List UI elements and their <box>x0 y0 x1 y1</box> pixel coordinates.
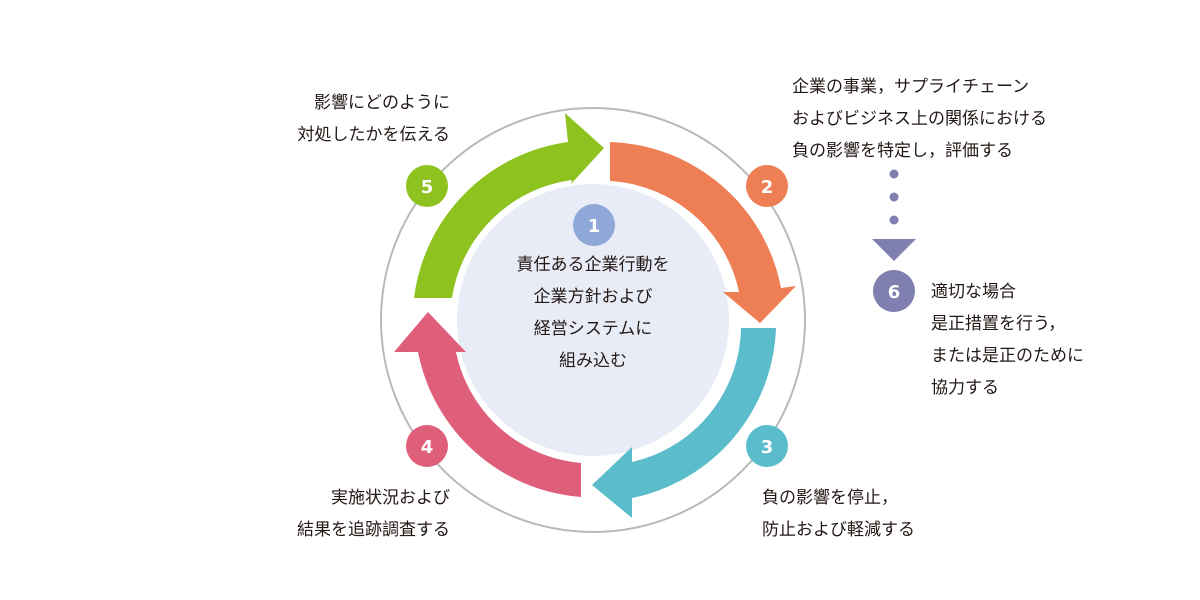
step-3-text: 負の影響を停止， 防止および軽減する <box>762 488 915 540</box>
badge-step-4: 4 <box>406 425 448 467</box>
step-6-text: 適切な場合 是正措置を行う， または是正のために 協力する <box>931 282 1084 398</box>
badge-number: 1 <box>588 216 601 237</box>
arrow-step-2 <box>610 142 796 323</box>
connector-arrowhead <box>872 239 916 261</box>
badge-step-6: 6 <box>873 270 915 312</box>
center-disc <box>457 184 729 456</box>
arrow-step-5 <box>414 113 604 298</box>
badge-step-2: 2 <box>746 165 788 207</box>
connector-dots <box>889 169 899 225</box>
badge-number: 3 <box>761 437 774 458</box>
outer-ring <box>380 107 806 533</box>
arrow-step-3 <box>592 328 776 518</box>
arrow-step-4 <box>394 312 581 497</box>
badge-number: 4 <box>421 437 434 458</box>
badge-number: 6 <box>888 282 901 303</box>
badge-number: 2 <box>761 177 774 198</box>
step-1-text: 責任ある企業行動を 企業方針および 経営システムに 組み込む <box>516 255 670 371</box>
badge-step-3: 3 <box>746 425 788 467</box>
badge-step-5: 5 <box>406 165 448 207</box>
step-4-text: 実施状況および 結果を追跡調査する <box>297 488 450 540</box>
step-5-text: 影響にどのように 対処したかを伝える <box>297 93 451 145</box>
step-2-text: 企業の事業，サプライチェーン およびビジネス上の関係における 負の影響を特定し，… <box>792 77 1047 161</box>
badge-step-1: 1 <box>573 204 615 246</box>
badge-number: 5 <box>421 177 434 198</box>
